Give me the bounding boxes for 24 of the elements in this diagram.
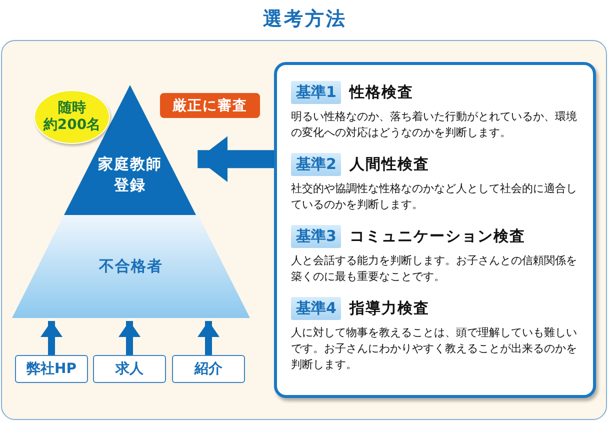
criterion-description: 社交的や協調性な性格なのかなど人として社会的に適合しているのかを判断します。 [291,181,578,213]
node-label: 不合格者 [99,256,163,277]
arrow [198,136,274,182]
criterion-badge: 基準4 [291,297,342,320]
criterion-heading: 性格検査 [349,83,414,102]
arrow [198,321,220,355]
node-label: 家庭教師登録 [97,154,163,196]
title: 選考方法 [262,7,348,32]
arrow [40,321,62,355]
criterion-description: 人に対して物事を教えることは、頭で理解していも難しいです。お子さんにわかりやすく教えることが出来るのかを判断します。 [291,325,578,373]
criterion-heading: 指導力検査 [349,299,430,318]
criterion-badge: 基準3 [291,225,342,248]
criterion-heading: コミュニケーション検査 [349,227,526,246]
criterion-heading: 人間性検査 [349,155,430,174]
source-box: 弊社HP [15,355,88,383]
source-box: 紹介 [172,355,245,383]
review-tag: 厳正に審査 [160,93,260,118]
criterion-description: 明るい性格なのか、落ち着いた行動がとれているか、環境の変化への対応はどうなのかを判断します。 [291,109,578,141]
source-box: 求人 [93,355,166,383]
arrow [118,321,140,355]
criterion-badge: 基準2 [291,153,342,176]
criteria-panel [274,62,596,398]
criterion-badge: 基準1 [291,81,342,104]
criterion-description: 人と会話する能力を判断します。お子さんとの信頼関係を築くのに最も重要なことです。 [291,253,578,285]
